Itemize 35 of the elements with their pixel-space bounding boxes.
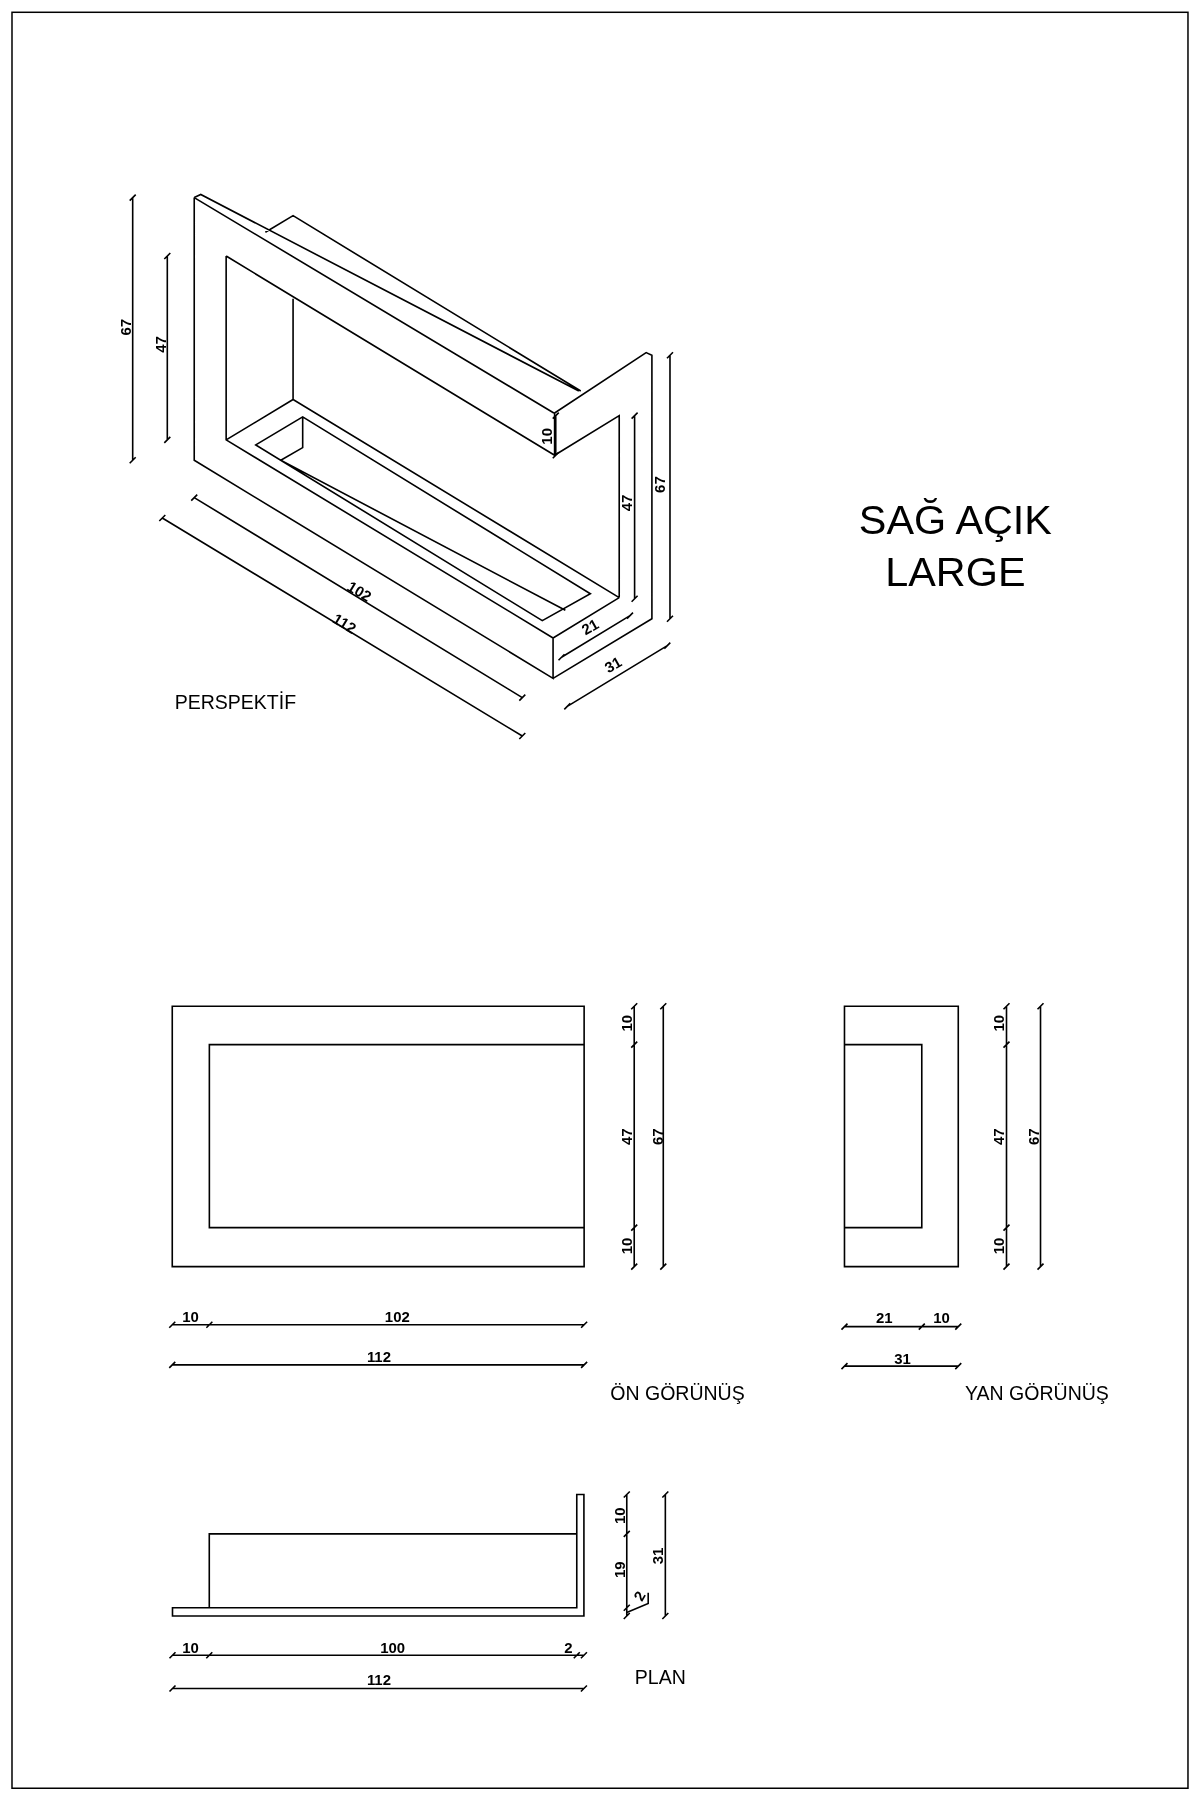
dimension-value: 10 <box>182 1640 199 1656</box>
dimension-value: 2 <box>564 1640 573 1656</box>
dimension-value: 47 <box>619 494 635 512</box>
drawing-title: SAĞ AÇIK LARGE <box>857 495 1053 597</box>
dimension-value: 31 <box>650 1547 666 1565</box>
dimension-value: 47 <box>991 1128 1007 1146</box>
dimension-value: 10 <box>991 1237 1007 1255</box>
dimension-value: 67 <box>1026 1128 1041 1146</box>
dimension-value: 100 <box>380 1640 406 1656</box>
dimension-value: 10 <box>619 1237 635 1255</box>
dimension-value: 21 <box>579 616 602 638</box>
dimension-value: 102 <box>384 1309 410 1325</box>
dimension-value: 67 <box>118 318 134 336</box>
dimension-value: 10 <box>933 1310 950 1326</box>
dimension-value: 31 <box>894 1350 911 1366</box>
dimension-value: 67 <box>652 476 668 493</box>
dimension-value: 10 <box>612 1507 628 1525</box>
dimension-value: 102 <box>344 578 374 605</box>
view-title: PERSPEKTİF <box>174 693 297 713</box>
dimension-value: 2 <box>631 1588 649 1604</box>
view-title: ÖN GÖRÜNÜŞ <box>610 1384 745 1404</box>
dimension-value: 47 <box>619 1128 635 1146</box>
dimension-value: 10 <box>182 1309 199 1325</box>
dimension-value: 10 <box>619 1014 635 1032</box>
dimension-value: 19 <box>612 1561 628 1579</box>
dimension-value: 112 <box>366 1672 391 1688</box>
dimension-value: 21 <box>875 1310 893 1326</box>
dimension-value: 10 <box>539 428 555 445</box>
dimension-value: 31 <box>602 654 625 676</box>
dimension-value: 47 <box>153 336 169 353</box>
dimension-value: 67 <box>650 1128 666 1146</box>
view-title: YAN GÖRÜNÜŞ <box>964 1384 1109 1404</box>
dimension-value: 10 <box>991 1014 1007 1032</box>
view-title: PLAN <box>634 1667 686 1688</box>
dimension-value: 112 <box>366 1349 391 1365</box>
